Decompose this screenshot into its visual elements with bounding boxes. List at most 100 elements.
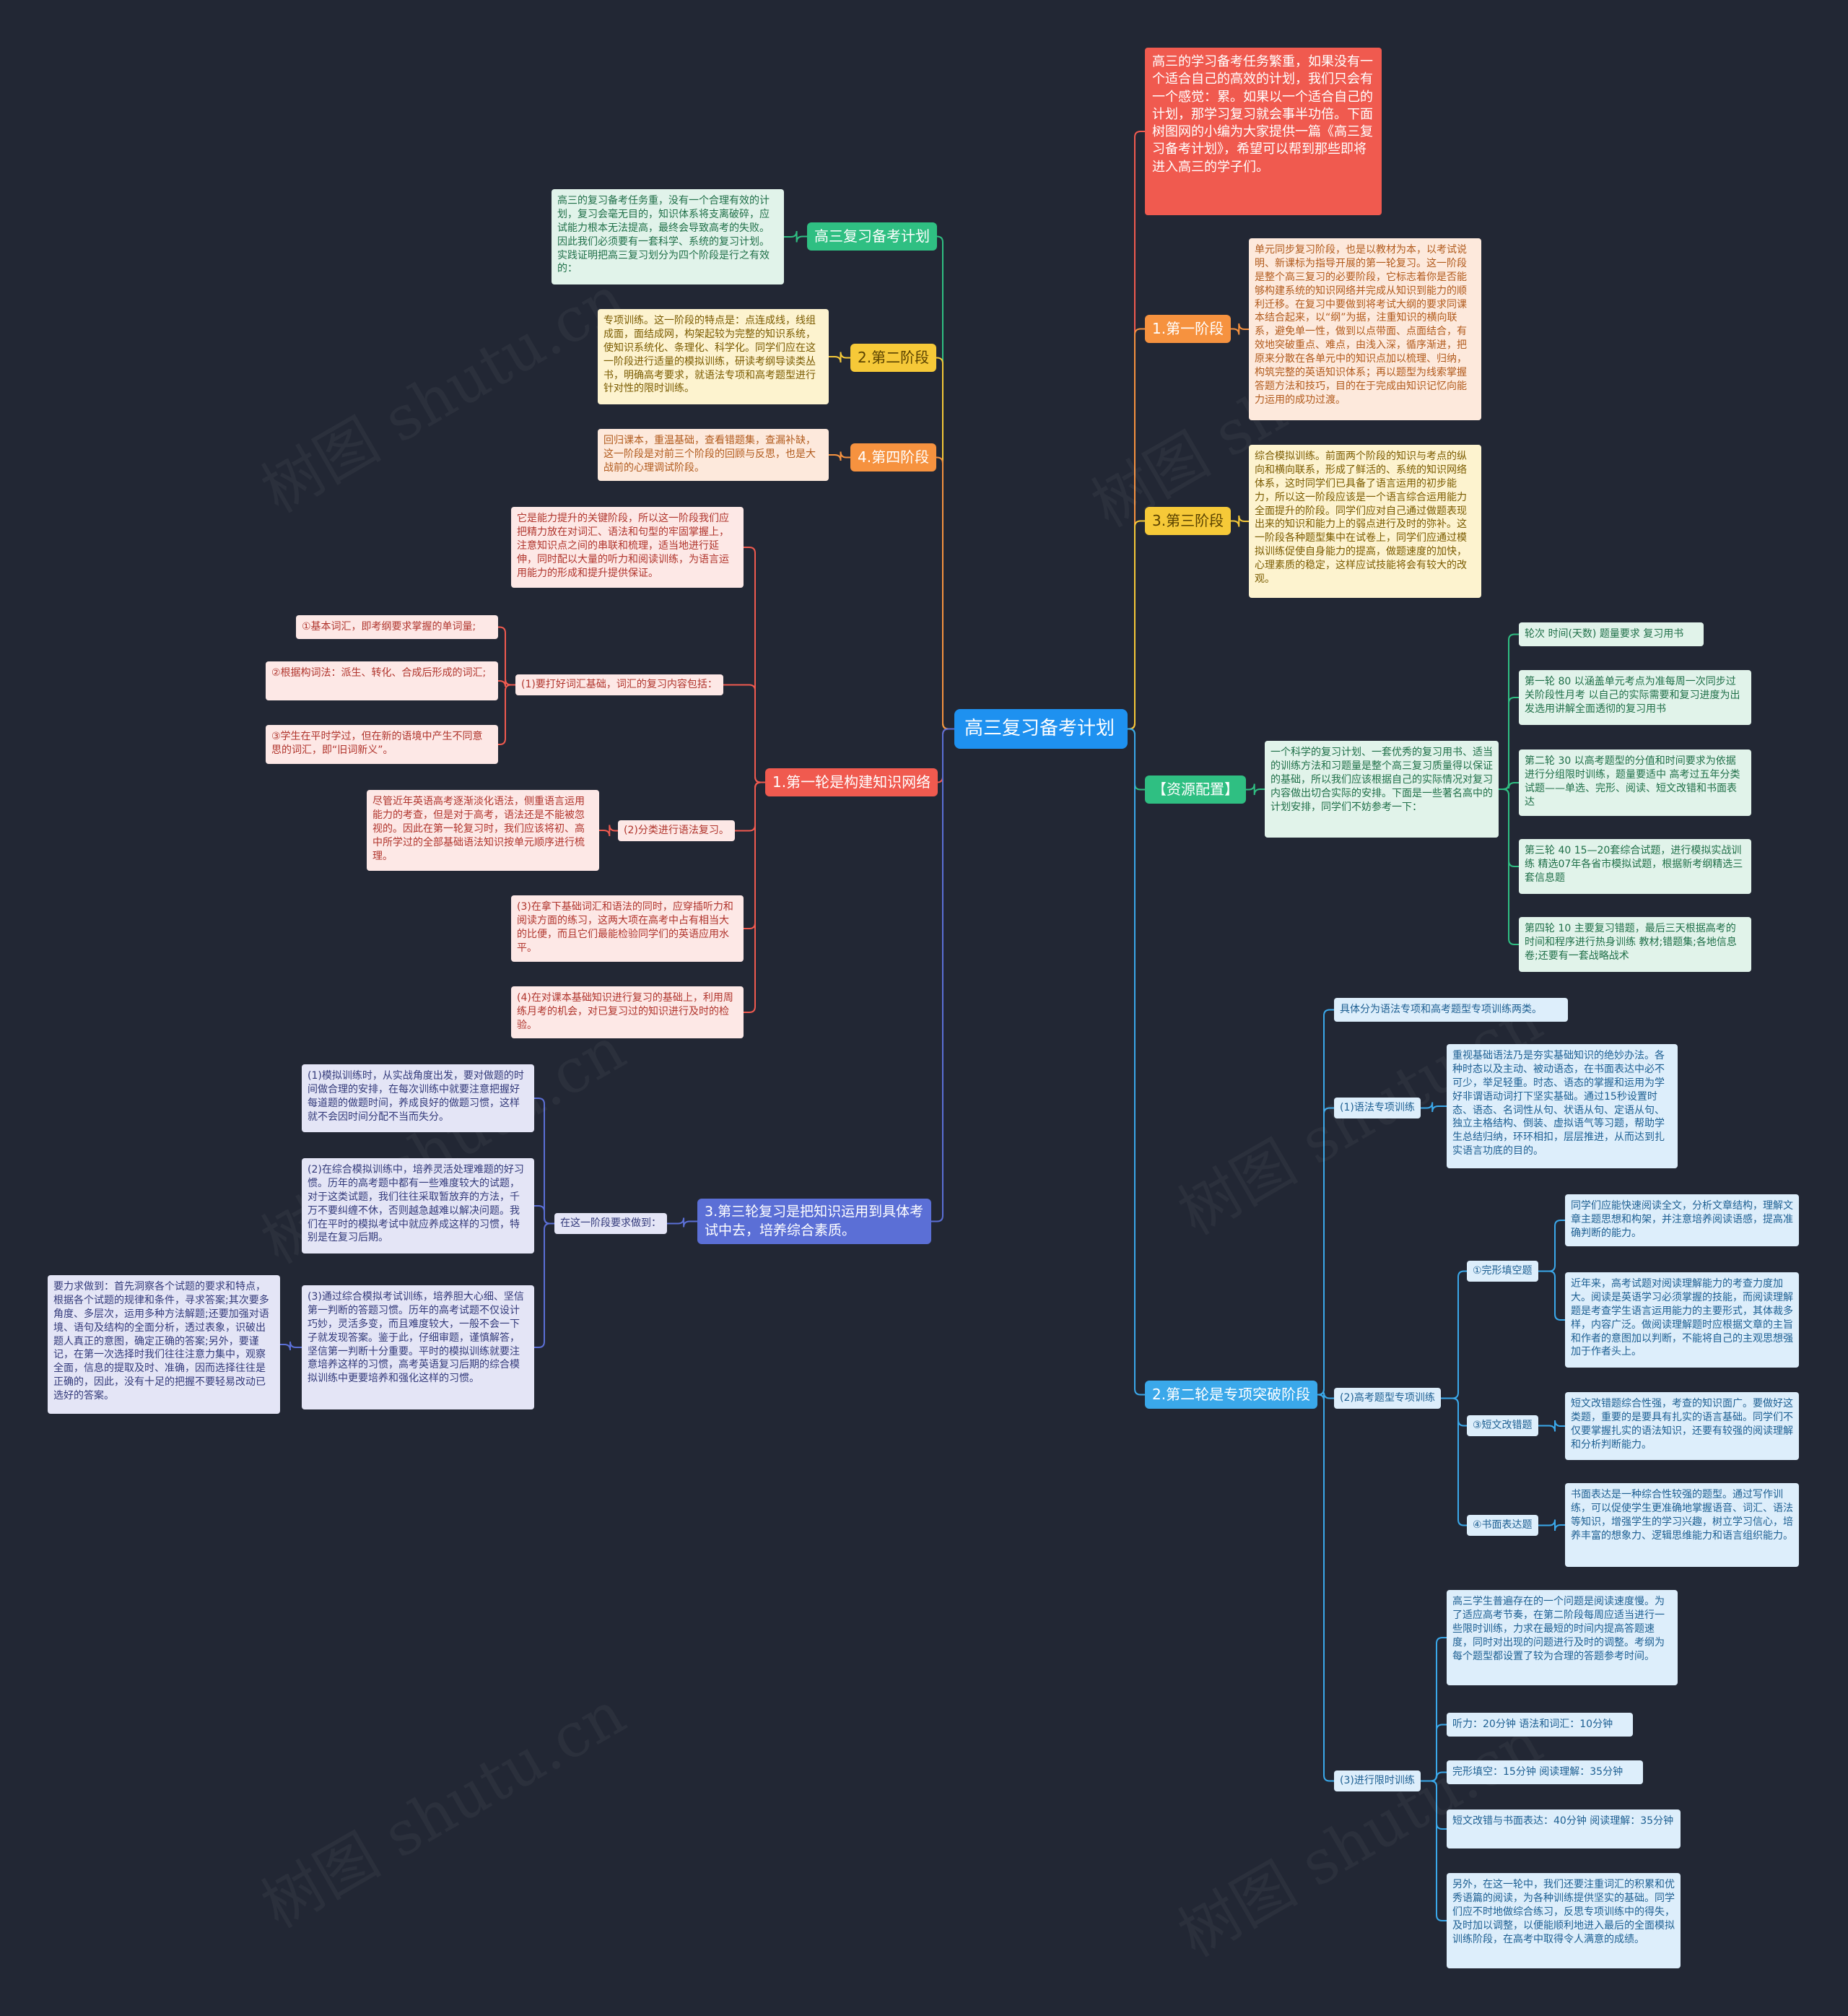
round3-item: (2)在综合模拟训练中，培养灵活处理难题的好习惯。历年的高考题中都有一些难度较大… <box>302 1158 534 1254</box>
timed-item: 完形填空：15分钟 阅读理解：35分钟 <box>1447 1760 1643 1784</box>
connector-line <box>931 728 954 1222</box>
resource-item: 第一轮 80 以涵盖单元考点为准每周一次同步过关阶段性月考 以自己的实际需要和复… <box>1519 670 1751 725</box>
round3-extra-text: 要力求做到：首先洞察各个试题的要求和特点，根据各个试题的规律和条件，寻求答案;其… <box>48 1275 280 1414</box>
monthly-test-text: (4)在对课本基础知识进行复习的基础上，利用周练月考的机会，对已复习过的知识进行… <box>511 986 744 1038</box>
connector-line <box>1421 1637 1447 1782</box>
connector-line <box>534 1222 554 1348</box>
connector-line <box>1246 783 1265 796</box>
round1-intro-text: 它是能力提升的关键阶段，所以这一阶段我们应把精力放在对词汇、语法和句型的牢固掌握… <box>511 507 744 588</box>
resource-item: 第四轮 10 主要复习错题，最后三天根据高考的时间和程序进行热身训练 教材;错题… <box>1519 917 1751 972</box>
round3-node[interactable]: 3.第三轮复习是把知识运用到具体考试中去，培养综合素质。 <box>697 1199 931 1245</box>
grammar-review-node[interactable]: (2)分类进行语法复习。 <box>618 820 735 841</box>
stage3-text: 综合模拟训练。前面两个阶段的知识与考点的纵向和横向联系，形成了鲜活的、系统的知识… <box>1249 445 1481 598</box>
connector-line <box>599 825 618 837</box>
connector-line <box>1538 1519 1565 1531</box>
round3-requirement-node[interactable]: 在这一阶段要求做到： <box>554 1213 667 1234</box>
connector-line <box>1231 323 1249 335</box>
connector-line <box>1128 728 1145 791</box>
connector-line <box>667 1217 697 1228</box>
vocab-item: ②根据构词法：派生、转化、合成后形成的词汇; <box>266 661 498 700</box>
resource-item: 第二轮 30 以高考题型的分值和时间要求为依据进行分组限时训练，题量要适中 高考… <box>1519 750 1751 816</box>
connector-line <box>1538 1420 1565 1432</box>
round1-node[interactable]: 1.第一轮是构建知识网络 <box>765 768 938 796</box>
grammar-review-text: 尽管近年英语高考逐渐淡化语法，侧重语言运用能力的考查，但是对于高考，语法还是不能… <box>367 790 599 871</box>
connector-line <box>723 684 765 783</box>
connector-line <box>1441 1270 1467 1399</box>
timed-item: 另外，在这一轮中，我们还要注重词汇的积累和优秀语篇的阅读，为各种训练提供坚实的基… <box>1447 1873 1681 1968</box>
connector-line <box>1441 1397 1467 1427</box>
connector-line <box>829 451 850 461</box>
connector-line <box>1421 1102 1447 1113</box>
connector-line <box>1499 788 1519 945</box>
connector-line <box>784 230 807 243</box>
connector-line <box>936 728 954 783</box>
vocab-item: ①基本词汇，即考纲要求掌握的单词量; <box>296 615 498 639</box>
timed-training-node[interactable]: (3)进行限时训练 <box>1334 1770 1421 1791</box>
timed-item: 短文改错与书面表达：40分钟 阅读理解：35分钟 <box>1447 1809 1681 1848</box>
connector-line <box>534 1098 554 1225</box>
connector-line <box>280 1341 302 1351</box>
error-correction-text: 短文改错题综合性强，考查的知识面广。要做好这类题，重要的是要具有扎实的语言基础。… <box>1565 1392 1799 1460</box>
resource-node[interactable]: 【资源配置】 <box>1145 775 1246 804</box>
plan-node[interactable]: 高三复习备考计划 <box>807 222 937 251</box>
connector-line <box>498 684 515 745</box>
resource-item: 轮次 时间(天数) 题量要求 复习用书 <box>1519 622 1704 646</box>
resource-item: 第三轮 40 15—20套综合试题，进行模拟实战训练 精选07年各省市模拟试题，… <box>1519 839 1751 894</box>
round3-item: (1)模拟训练时，从实战角度出发，要对做题的时间做合理的安排，在每次训练中就要注… <box>302 1064 534 1132</box>
writing-text: 书面表达是一种综合性较强的题型。通过写作训练，可以促使学生更准确地掌握语音、词汇… <box>1565 1483 1799 1567</box>
cloze-node[interactable]: ①完形填空题 <box>1467 1261 1538 1282</box>
connector-line <box>1128 328 1145 730</box>
connector-line <box>829 352 850 363</box>
stage4-text: 回归课本，重温基础，查看错题集，查漏补缺，这一阶段是对前三个阶段的回顾与反思，也… <box>598 429 829 481</box>
connector-line <box>1421 1771 1447 1782</box>
round2-top-text: 具体分为语法专项和高考题型专项训练两类。 <box>1334 998 1568 1022</box>
connector-line <box>1499 782 1519 790</box>
connector-line <box>936 357 954 730</box>
connector-line <box>1499 697 1519 790</box>
stage4-node[interactable]: 4.第四阶段 <box>850 443 937 472</box>
connector-line <box>1317 1392 1334 1401</box>
connector-line <box>1441 1397 1467 1526</box>
connector-line <box>936 456 954 730</box>
timed-item: 高三学生普遍存在的一个问题是阅读速度慢。为了适应高考节奏，在第二阶段每周应适当进… <box>1447 1590 1678 1685</box>
vocab-node[interactable]: (1)要打好词汇基础，词汇的复习内容包括： <box>515 674 723 695</box>
resource-text: 一个科学的复习计划、一套优秀的复习用书、适当的训练方法和习题量是整个高三复习质量… <box>1265 741 1499 838</box>
connector-line <box>1128 520 1145 730</box>
connector-line <box>1231 515 1249 527</box>
writing-node[interactable]: ④书面表达题 <box>1467 1515 1538 1536</box>
round2-node[interactable]: 2.第二轮是专项突破阶段 <box>1145 1381 1318 1409</box>
exam-type-training-node[interactable]: (2)高考题型专项训练 <box>1334 1388 1441 1409</box>
connector-line <box>1317 1009 1334 1396</box>
stage1-text: 单元同步复习阶段，也是以教材为本，以考试说明、新课标为指导开展的第一轮复习。这一… <box>1249 238 1481 420</box>
connector-line <box>498 626 515 686</box>
round3-item: (3)通过综合模拟考试训练，培养胆大心细、坚信第一判断的答题习惯。历年的高考试题… <box>302 1285 534 1409</box>
connector-line <box>1128 728 1145 1396</box>
stage1-node[interactable]: 1.第一阶段 <box>1145 315 1232 343</box>
connector-line <box>534 1205 554 1225</box>
vocab-item: ③学生在平时学过，但在新的语境中产生不同意思的词汇，即“旧词新义”。 <box>266 725 498 764</box>
connector-line <box>735 781 765 832</box>
connector-line <box>1538 1220 1565 1272</box>
connector-line <box>1421 1780 1447 1921</box>
grammar-training-node[interactable]: (1)语法专项训练 <box>1334 1098 1421 1118</box>
connector-line <box>1128 131 1145 730</box>
error-correction-node[interactable]: ③短文改错题 <box>1467 1415 1538 1436</box>
plan-text: 高三的复习备考任务重，没有一个合理有效的计划，复习会毫无目的，知识体系将支离破碎… <box>552 189 784 284</box>
cloze-text: 同学们应能快速阅读全文，分析文章结构，理解文章主题思想和构架，并注意培养阅读语感… <box>1565 1194 1799 1246</box>
stage2-node[interactable]: 2.第二阶段 <box>850 344 937 372</box>
reading-text: 近年来，高考试题对阅读理解能力的考查力度加大。阅读是英语学习必须掌握的技能，而阅… <box>1565 1272 1799 1368</box>
stage3-node[interactable]: 3.第三阶段 <box>1145 507 1232 535</box>
connector-line <box>1317 1394 1334 1782</box>
stage2-text: 专项训练。这一阶段的特点是：点连成线，线组成面，面结成网，构架起较为完整的知识系… <box>598 309 829 404</box>
intro-note: 高三的学习备考任务繁重，如果没有一个适合自己的高效的计划，我们只会有一个感觉：累… <box>1145 48 1382 215</box>
listening-reading-text: (3)在拿下基础词汇和语法的同时，应穿插听力和阅读方面的练习，这两大项在高考中占… <box>511 895 744 962</box>
timed-item: 听力：20分钟 语法和词汇：10分钟 <box>1447 1713 1633 1737</box>
grammar-training-text: 重视基础语法乃是夯实基础知识的绝妙办法。各种时态以及主动、被动语态，在书面表达中… <box>1447 1044 1678 1168</box>
connector-line <box>936 235 954 730</box>
connector-line <box>1421 1780 1447 1830</box>
root-node[interactable]: 高三复习备考计划 <box>954 709 1128 750</box>
connector-line <box>1538 1270 1565 1321</box>
connector-line <box>1317 1107 1334 1396</box>
